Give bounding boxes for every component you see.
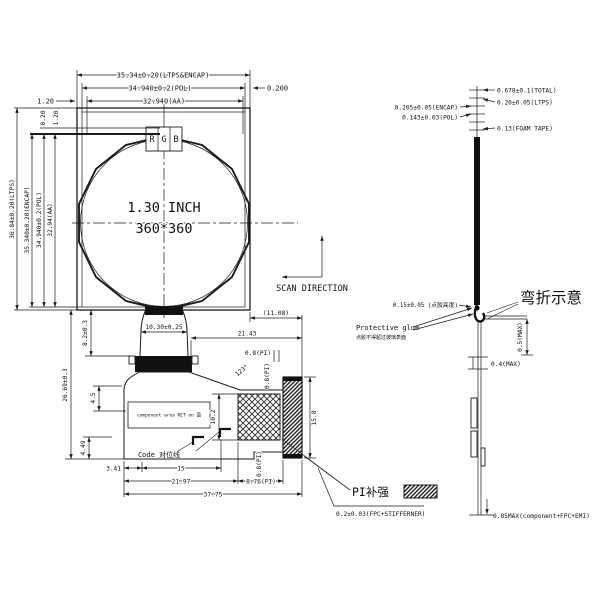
- dim-ref-width: (11.08): [263, 310, 289, 317]
- glue-note: 点胶不得超过玻璃表面: [356, 334, 406, 341]
- dim-code-offset: 3.41: [106, 466, 121, 473]
- fpc-component: [470, 430, 478, 458]
- glue-height-label: 0.15±0.05 (点胶高度): [393, 301, 458, 309]
- rgb-cell-g: G: [161, 135, 166, 145]
- front-left-dimensions: 36.84±0.20(LTPS) 35.340±0.20(ENCAP) 34.9…: [8, 107, 82, 311]
- label-pi-slope: 0.8(PI): [264, 363, 271, 389]
- rgb-cell-r: R: [149, 135, 155, 145]
- dim-neck-width: 10.30±0.25: [145, 324, 183, 331]
- dim-pi-width: 8.76(PI): [246, 479, 276, 486]
- dim-right-width: 21.43: [238, 331, 257, 338]
- dim-comp-gap: 4.5: [90, 392, 97, 403]
- panel-bonding-bar: [145, 306, 183, 315]
- dim-width-ltps-encap: 35.34±0.20(LTPS&ENCAP): [117, 72, 210, 80]
- protective-glue-label: Protective glue: [356, 324, 419, 332]
- rgb-pixel-box: R G B: [145, 126, 183, 152]
- rgb-cell-b: B: [173, 135, 178, 145]
- fpc-component: [480, 447, 486, 467]
- dim-stiffener-height: 10.2: [210, 409, 217, 424]
- panel-size-label: 1.30 INCH: [127, 200, 200, 216]
- code-alignment-label: Code 对位线: [138, 450, 180, 459]
- fpc-shapes: component area KET on 面 Code 对位线: [123, 306, 303, 460]
- pi-stiffener-label: PI补强: [352, 485, 389, 499]
- dim-width-pol: 34.940±0.2(POL): [128, 85, 191, 93]
- dim-height-aa: 32.94(AA): [47, 203, 54, 237]
- component-area-note: component area KET on 面: [137, 413, 202, 419]
- label-pi-top: 0.8(PI): [245, 350, 271, 357]
- dim-height-pol: 34.940±0.2(POL): [36, 192, 43, 248]
- stiffener-thickness-label: 0.2±0.03(FPC+STIFFERNER): [336, 511, 425, 518]
- stack-encap: 0.205±0.05(ENCAP): [395, 105, 458, 112]
- drawing-notes: PI补强 0.2±0.03(FPC+STIFFERNER): [281, 438, 438, 518]
- component-area-box: [127, 401, 211, 429]
- scan-direction-label: SCAN DIRECTION: [276, 284, 348, 294]
- scan-direction: SCAN DIRECTION: [276, 236, 348, 294]
- dim-bottom-stack: 0.85MAX(component+FPC+EMI): [493, 513, 590, 520]
- glue-dot: [474, 305, 480, 311]
- stack-pol: 0.143±0.03(POL): [402, 115, 458, 122]
- pi-stiffener-area: [237, 393, 281, 441]
- stack-foam: 0.13(FOAM TAPE): [497, 126, 553, 133]
- dim-height-ltps: 36.84±0.20(LTPS): [9, 179, 16, 239]
- dim-fold-clearance: 0.4(MAX): [491, 361, 521, 368]
- stack-total: 0.678±0.1(TOTAL): [497, 88, 557, 95]
- dim-corner-gap-large: 1.20: [53, 110, 60, 125]
- stack-ltps: 0.20±0.05(LTPS): [497, 100, 553, 107]
- dim-bend-offset: 8.2±0.3: [82, 320, 89, 346]
- dim-width-aa: 32.940(AA): [143, 98, 185, 106]
- side-view: 0.678±0.1(TOTAL) 0.20±0.05(LTPS) 0.205±0…: [356, 86, 590, 520]
- alignment-mark: [191, 435, 204, 445]
- dim-offset-right: 0.200: [267, 85, 288, 93]
- connector-emi-block: [282, 376, 303, 459]
- pi-hatch-swatch: [403, 484, 438, 499]
- panel-resolution-label: 360*360: [136, 221, 193, 237]
- dim-connector-height: 15.8: [311, 410, 318, 425]
- dim-fold-gap: 0.5(MAX): [517, 322, 524, 352]
- fpc-bend-bar: [135, 356, 192, 372]
- front-top-dimensions: 35.34±0.20(LTPS&ENCAP) 34.940±0.2(POL) 0…: [30, 70, 288, 135]
- dim-corner-gap-small: 0.20: [40, 110, 47, 125]
- dim-left-gap: 4.49: [80, 440, 87, 455]
- label-pi-bottom: 0.8(PI): [256, 451, 263, 477]
- panel-cross-section: [474, 137, 480, 305]
- dim-tail-height: 26.69±0.3: [62, 368, 69, 402]
- dim-height-encap: 35.340±0.20(ENCAP): [24, 186, 31, 253]
- dim-total-width: 37.75: [204, 492, 223, 499]
- dim-body-width: 21.97: [172, 479, 191, 486]
- dim-offset-left: 1.20: [37, 98, 54, 106]
- bend-title: 弯折示意: [520, 288, 582, 307]
- dim-code-width: 15: [177, 466, 185, 473]
- label-bend-angle: 123°: [233, 363, 250, 378]
- fpc-component: [470, 397, 478, 429]
